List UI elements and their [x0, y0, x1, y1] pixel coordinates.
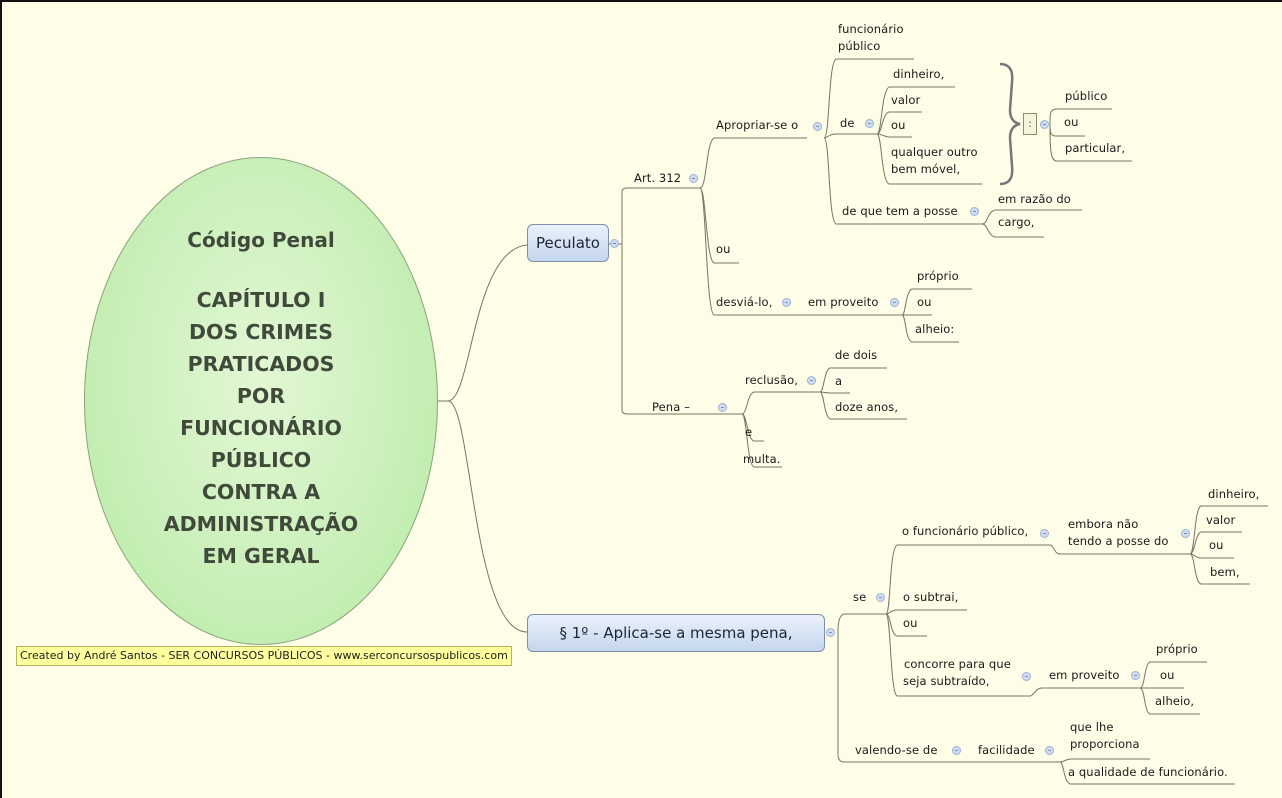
topic-cargo[interactable]: cargo,: [998, 215, 1035, 229]
topic-se[interactable]: se: [853, 590, 867, 604]
collapse-icon[interactable]: [890, 298, 899, 307]
collapse-icon[interactable]: [1022, 672, 1031, 681]
topic-alheio[interactable]: alheio:: [915, 322, 955, 336]
topic-de[interactable]: de: [840, 116, 855, 130]
collapse-icon[interactable]: [813, 122, 822, 131]
root-title: Código Penal: [187, 228, 335, 252]
topic-concorre[interactable]: concorre para que seja subtraído,: [903, 656, 1011, 690]
topic-proprio[interactable]: próprio: [1156, 642, 1198, 656]
collapse-icon[interactable]: [1040, 120, 1049, 129]
topic-proprio[interactable]: próprio: [917, 269, 959, 283]
topic-alheio[interactable]: alheio,: [1155, 694, 1195, 708]
collapse-icon[interactable]: [782, 298, 791, 307]
topic-pena[interactable]: Pena –: [652, 400, 690, 414]
topic-multa[interactable]: multa.: [743, 452, 781, 466]
topic-reclusao[interactable]: reclusão,: [745, 373, 798, 387]
topic-ou[interactable]: ou: [917, 295, 932, 309]
collapse-icon[interactable]: [952, 746, 961, 755]
collapse-icon[interactable]: [807, 376, 816, 385]
root-line: PRATICADOS: [187, 352, 335, 376]
topic-embora-nao[interactable]: embora não tendo a posse do: [1068, 516, 1169, 550]
topic-ou[interactable]: ou: [1064, 115, 1079, 129]
topic-apropriar[interactable]: Apropriar-se o: [716, 118, 799, 132]
topic-ou[interactable]: ou: [716, 242, 731, 256]
topic-valor[interactable]: valor: [891, 93, 921, 107]
topic-text: bem móvel,: [891, 162, 961, 176]
topic-facilidade[interactable]: facilidade: [978, 743, 1035, 757]
topic-ou[interactable]: ou: [903, 616, 918, 630]
collapse-icon[interactable]: [610, 239, 619, 248]
root-line: CAPÍTULO I: [196, 288, 326, 312]
topic-text: que lhe: [1070, 720, 1114, 734]
topic-text: concorre para que: [904, 657, 1011, 671]
collapse-icon[interactable]: [1131, 671, 1140, 680]
topic-que-lhe-proporciona[interactable]: que lhe proporciona: [1070, 719, 1140, 753]
topic-o-funcionario-publico[interactable]: o funcionário público,: [902, 524, 1029, 538]
topic-valor[interactable]: valor: [1206, 513, 1236, 527]
topic-dinheiro[interactable]: dinheiro,: [1208, 487, 1260, 501]
topic-e[interactable]: e: [745, 425, 753, 439]
topic-a[interactable]: a: [835, 374, 843, 388]
topic-publico[interactable]: público: [1065, 89, 1108, 103]
topic-dinheiro[interactable]: dinheiro,: [893, 67, 945, 81]
topic-qualquer-outro[interactable]: qualquer outro bem móvel,: [891, 144, 978, 178]
topic-text: público: [838, 39, 881, 53]
collapse-icon[interactable]: [689, 174, 698, 183]
topic-text: seja subtraído,: [903, 674, 990, 688]
root-line: DOS CRIMES: [189, 320, 333, 344]
collapse-icon[interactable]: [718, 403, 727, 412]
collapse-icon[interactable]: [865, 119, 874, 128]
topic-ou[interactable]: ou: [1209, 538, 1224, 552]
root-topic[interactable]: Código Penal CAPÍTULO I DOS CRIMES PRATI…: [84, 157, 438, 645]
topic-ou[interactable]: ou: [1160, 668, 1175, 682]
topic-text: embora não: [1068, 517, 1139, 531]
topic-peculato[interactable]: Peculato: [527, 224, 609, 262]
topic-funcionario-publico[interactable]: funcionário público: [838, 21, 904, 55]
topic-art-312[interactable]: Art. 312: [634, 171, 682, 185]
root-line: CONTRA A: [201, 480, 321, 504]
topic-de-dois[interactable]: de dois: [835, 348, 878, 362]
topic-paragrafo-1[interactable]: § 1º - Aplica-se a mesma pena,: [527, 614, 825, 652]
connector-root: [438, 244, 528, 402]
topic-ou[interactable]: ou: [891, 118, 906, 132]
collapse-icon[interactable]: [1181, 529, 1190, 538]
topic-text: funcionário: [838, 22, 904, 36]
topic-em-razao-do[interactable]: em razão do: [998, 192, 1071, 206]
topic-em-proveito[interactable]: em proveito: [1049, 668, 1120, 682]
credit-label: Created by André Santos - SER CONCURSOS …: [16, 646, 512, 666]
topic-desvia-lo[interactable]: desviá-lo,: [716, 295, 773, 309]
root-body: CAPÍTULO I DOS CRIMES PRATICADOS POR FUN…: [164, 284, 358, 572]
root-line: ADMINISTRAÇÃO: [163, 512, 359, 536]
collapse-icon[interactable]: [876, 593, 885, 602]
topic-colon[interactable]: :: [1023, 113, 1037, 135]
topic-em-proveito[interactable]: em proveito: [808, 295, 879, 309]
topic-bem[interactable]: bem,: [1210, 565, 1240, 579]
collapse-icon[interactable]: [826, 628, 835, 637]
topic-text: tendo a posse do: [1068, 534, 1169, 548]
collapse-icon[interactable]: [1040, 529, 1049, 538]
root-line: FUNCIONÁRIO: [180, 416, 342, 440]
collapse-icon[interactable]: [970, 207, 979, 216]
collapse-icon[interactable]: [1045, 746, 1054, 755]
topic-doze-anos[interactable]: doze anos,: [835, 400, 899, 414]
topic-de-que-tem-a-posse[interactable]: de que tem a posse: [842, 204, 958, 218]
topic-text: qualquer outro: [891, 145, 978, 159]
topic-valendo-se-de[interactable]: valendo-se de: [855, 743, 938, 757]
root-line: POR: [236, 384, 286, 408]
topic-text: proporciona: [1070, 737, 1140, 751]
root-line: EM GERAL: [202, 544, 320, 568]
connector-root-2: [447, 400, 528, 633]
topic-particular[interactable]: particular,: [1065, 141, 1126, 155]
root-line: PÚBLICO: [210, 448, 312, 472]
topic-qualidade-de-funcionario[interactable]: a qualidade de funcionário.: [1068, 765, 1228, 779]
topic-o-subtrai[interactable]: o subtrai,: [903, 590, 959, 604]
